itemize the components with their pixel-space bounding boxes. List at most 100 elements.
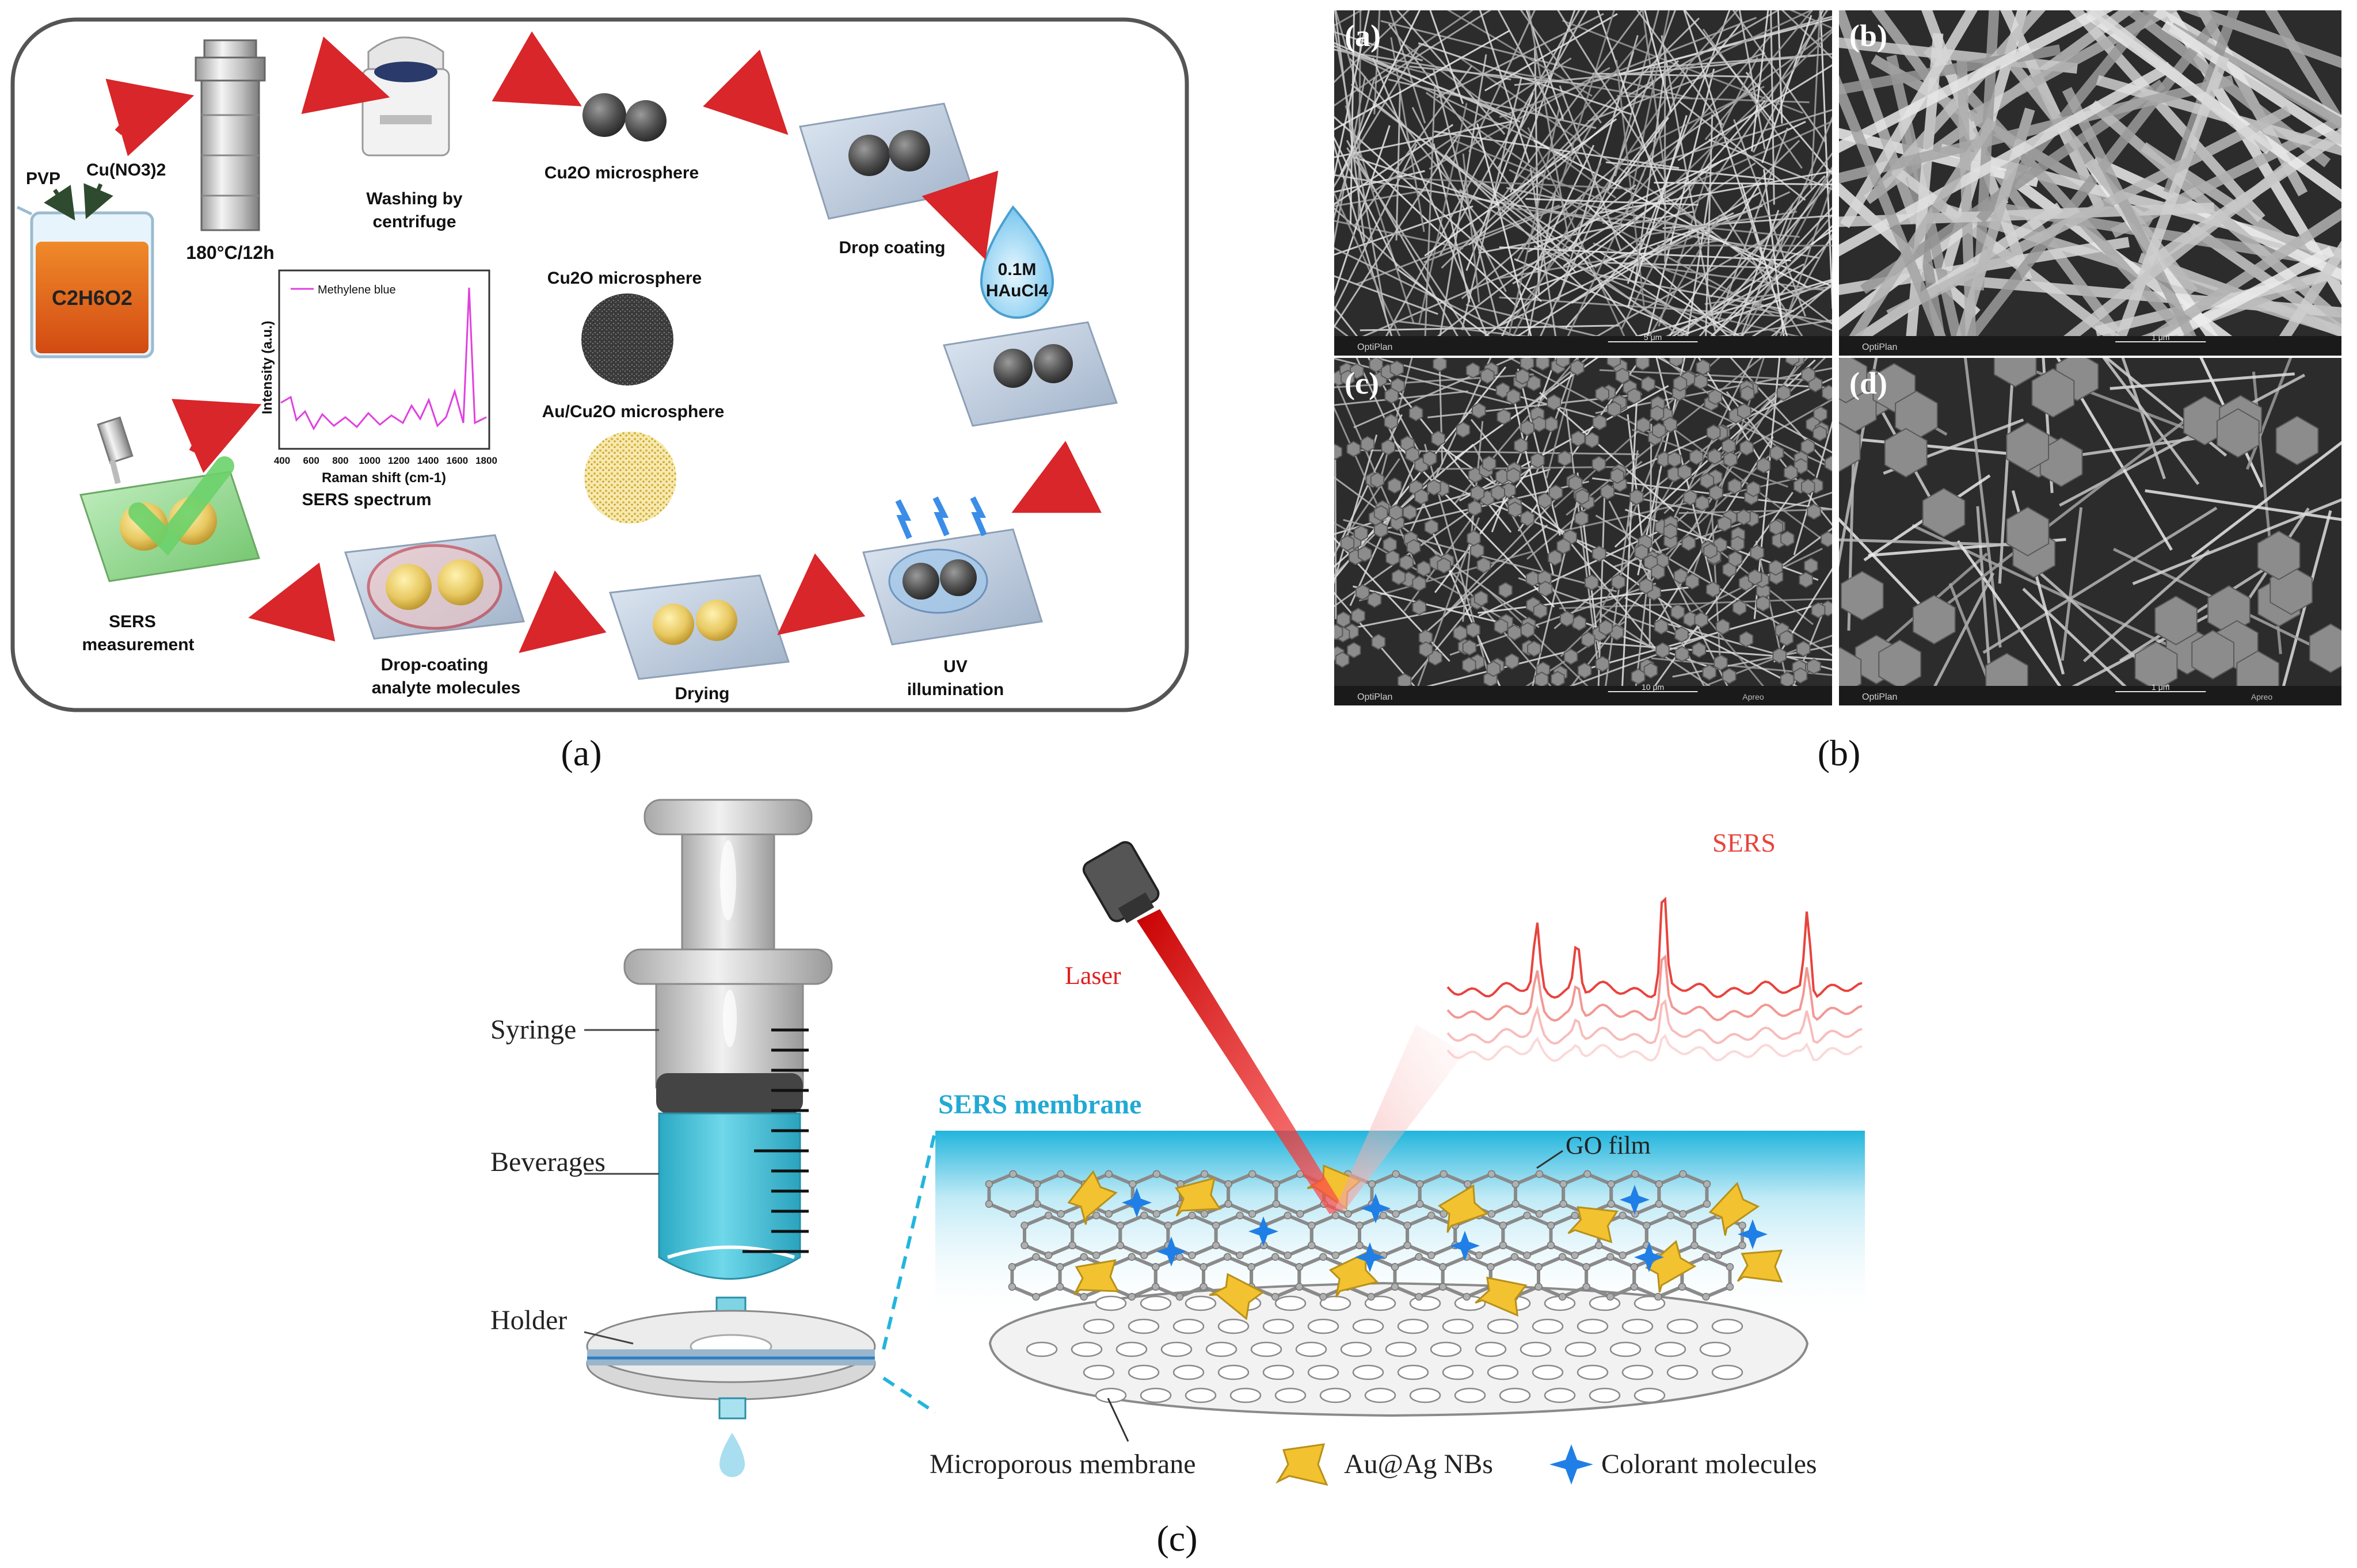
drip-drop-icon — [719, 1433, 745, 1477]
pore — [1385, 1341, 1417, 1357]
pore — [1172, 1318, 1205, 1334]
centrifuge-label-2: centrifuge — [372, 212, 456, 231]
pore — [1083, 1318, 1115, 1334]
drying-slide-icon — [608, 574, 790, 680]
pore — [1307, 1318, 1339, 1334]
legend-colorant-label: Colorant molecules — [1601, 1449, 1817, 1479]
analyte-slide-icon — [344, 534, 526, 640]
pore — [1319, 1295, 1351, 1311]
sers-measurement-slide-icon — [79, 456, 260, 582]
colorant-icon — [1620, 1185, 1650, 1215]
holder-icon — [586, 1310, 876, 1477]
pore — [1340, 1341, 1372, 1357]
centrifuge-icon — [361, 36, 450, 157]
pore — [1532, 1364, 1564, 1380]
spectrum-xtick: 1600 — [446, 455, 468, 466]
pore — [1185, 1295, 1217, 1311]
pore — [1071, 1341, 1103, 1357]
uv-label-1: UV — [943, 657, 968, 676]
haucl4-drop-icon — [980, 205, 1054, 319]
syringe-label: Syringe — [490, 1014, 576, 1045]
sem-scale-bar: 10 μm — [1642, 682, 1664, 692]
nanobox-icon — [1475, 1276, 1528, 1317]
pore — [1160, 1341, 1193, 1357]
sem-footer-right: Apreo — [2251, 692, 2273, 701]
nanobox-icon — [1567, 1206, 1619, 1243]
pvp-arrow-icon — [44, 185, 75, 221]
pore — [1544, 1387, 1576, 1403]
pore — [1442, 1318, 1474, 1334]
nanobox-icon — [1073, 1259, 1120, 1296]
pore — [1274, 1387, 1307, 1403]
pore — [1217, 1364, 1250, 1380]
cu-arrow-icon — [83, 183, 113, 219]
syringe-icon — [623, 799, 833, 1333]
pore — [1454, 1387, 1486, 1403]
spectrum-xtick: 600 — [303, 455, 319, 466]
pore — [1319, 1387, 1351, 1403]
pore — [1564, 1341, 1597, 1357]
panel-b-caption: (b) — [1818, 733, 1861, 773]
membrane-pores — [1026, 1295, 1743, 1403]
colorant-icon — [1738, 1219, 1768, 1249]
spectrum-axes — [278, 269, 490, 450]
pore — [1532, 1318, 1564, 1334]
sem-footer-left: OptiPlan — [1862, 692, 1897, 702]
pvp-label: PVP — [26, 169, 60, 188]
laser-head-icon — [1082, 841, 1160, 924]
arrow-icon — [922, 170, 999, 260]
process-arrows — [105, 31, 1102, 653]
uv-light-icon — [895, 496, 987, 539]
objective-lens-icon — [97, 416, 134, 484]
arrow-icon — [301, 36, 390, 115]
sem-footer-left: OptiPlan — [1357, 692, 1392, 702]
sem-footer-left: OptiPlan — [1862, 342, 1897, 352]
haucl4-name-label: HAuCl4 — [986, 281, 1049, 300]
sers-spectra — [1446, 896, 1863, 1062]
spectrum-legend: Methylene blue — [318, 284, 396, 296]
colorant-icon — [1122, 1188, 1152, 1218]
nanobox-icon — [1175, 1177, 1221, 1217]
zoom-line — [882, 1130, 937, 1350]
sem-sub-label: (a) — [1345, 18, 1381, 53]
sers-spectrum-line — [1446, 896, 1863, 999]
pore — [1140, 1295, 1172, 1311]
panel-a-caption: (a) — [561, 733, 601, 773]
arrow-icon — [248, 562, 336, 642]
go-film-leader — [1536, 1150, 1563, 1169]
haucl4-conc-label: 0.1M — [998, 260, 1037, 279]
colorant-icon — [1355, 1242, 1385, 1272]
uv-slide-icon — [862, 528, 1043, 646]
pore — [1128, 1318, 1160, 1334]
nanobox-group — [1067, 1164, 1783, 1321]
colorant-legend-icon — [1549, 1444, 1593, 1485]
au-cu2o-sphere-icon — [584, 432, 676, 524]
pore — [1621, 1318, 1654, 1334]
drying-label: Drying — [675, 684, 729, 703]
solvent-label: C2H6O2 — [52, 286, 132, 310]
pore — [1140, 1387, 1172, 1403]
au-cu2o-legend-label: Au/Cu2O microsphere — [542, 402, 725, 421]
cu-nitrate-label: Cu(NO3)2 — [86, 161, 166, 180]
pore — [1654, 1341, 1686, 1357]
go-film-lattice — [985, 1170, 1746, 1301]
pore — [1352, 1364, 1384, 1380]
colorant-icon — [1156, 1237, 1186, 1266]
beaker-icon — [16, 205, 154, 358]
spectrum-xtick: 1200 — [388, 455, 410, 466]
drop-coating-label: Drop coating — [839, 238, 946, 257]
scattered-beam — [1335, 1024, 1465, 1211]
check-mark-icon — [128, 456, 234, 556]
nanobox-icon — [1438, 1184, 1489, 1233]
pore — [1115, 1341, 1148, 1357]
sers-spectrum-line — [1446, 954, 1863, 1022]
pore — [1095, 1387, 1127, 1403]
sers-membrane-label: SERS membrane — [938, 1089, 1141, 1120]
sem-footer-right: Apreo — [1742, 692, 1764, 701]
spectrum-xtick: 400 — [274, 455, 290, 466]
holder-label: Holder — [490, 1305, 567, 1336]
